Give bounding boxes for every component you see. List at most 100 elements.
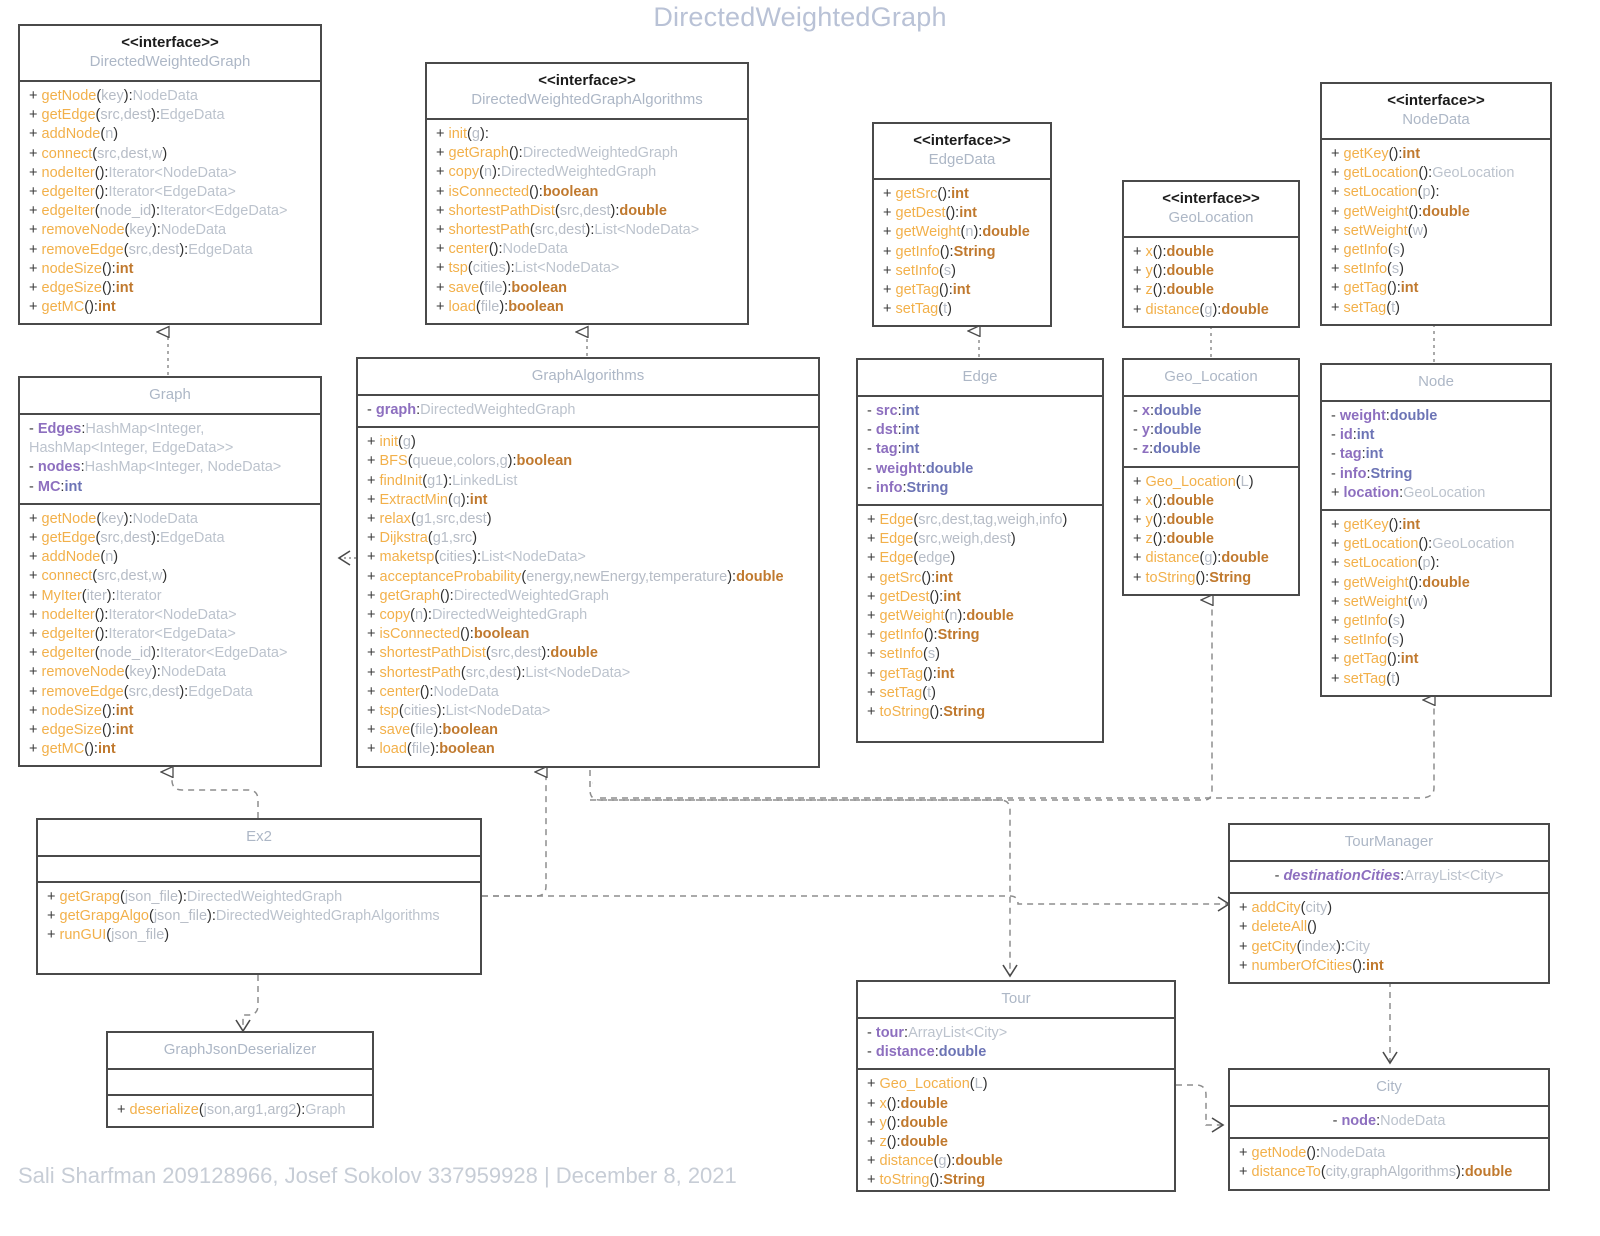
field-row: - dst:int bbox=[867, 422, 920, 439]
method-row: + getKey():int bbox=[1331, 146, 1421, 162]
method-row: + setInfo(s) bbox=[867, 646, 940, 663]
method-row: + y():double bbox=[1133, 512, 1214, 529]
method-row: + setLocation(p): bbox=[1331, 555, 1440, 572]
method-row: + setLocation(p): bbox=[1331, 184, 1440, 201]
class-box-directedweightedgraphalgorithms-interface[interactable]: <<interface>> DirectedWeightedGraphAlgor… bbox=[425, 62, 749, 326]
class-header: Node bbox=[1322, 365, 1550, 402]
class-header: Edge bbox=[858, 360, 1102, 397]
method-row: + nodeIter():Iterator<NodeData> bbox=[29, 164, 237, 181]
method-row: + setInfo(s) bbox=[1331, 632, 1404, 649]
class-box-ex2[interactable]: Ex2 + getGrapg(json_file):DirectedWeight… bbox=[36, 818, 482, 975]
method-row: + getTag():int bbox=[867, 665, 955, 682]
class-name-label: DirectedWeightedGraphAlgorithms bbox=[471, 91, 703, 108]
method-row: + connect(src,dest,w) bbox=[29, 145, 168, 162]
field-row: - tag:int bbox=[1331, 446, 1384, 463]
methods-compartment: + Geo_Location(L)+ x():double+ y():doubl… bbox=[858, 1070, 1174, 1196]
method-row: + getCity(index):City bbox=[1239, 938, 1371, 955]
method-row: + getSrc():int bbox=[883, 186, 969, 202]
method-row: + center():NodeData bbox=[367, 683, 499, 700]
field-row: - node:NodeData bbox=[1332, 1113, 1446, 1129]
field-row: - nodes:HashMap<Integer, NodeData> bbox=[29, 459, 282, 476]
method-row: + getInfo():String bbox=[867, 627, 980, 644]
fields-compartment bbox=[108, 1070, 372, 1096]
method-row: + toString():String bbox=[867, 704, 986, 721]
footer-credit: Sali Sharfman 209128966, Josef Sokolov 3… bbox=[18, 1163, 737, 1188]
method-row: + save(file):boolean bbox=[436, 279, 567, 296]
stereotype-label: <<interface>> bbox=[538, 72, 636, 89]
class-header: Graph bbox=[20, 378, 320, 415]
method-row: + Geo_Location(L) bbox=[867, 1076, 988, 1093]
class-box-nodedata-interface[interactable]: <<interface>> NodeData + getKey():int + g… bbox=[1320, 82, 1552, 326]
method-row: + addNode(n) bbox=[29, 126, 119, 143]
method-row: + getDest():int bbox=[883, 205, 977, 222]
class-header: <<interface>> NodeData bbox=[1322, 84, 1550, 140]
method-row: + y():double bbox=[1133, 263, 1214, 280]
class-box-edge[interactable]: Edge - src:int - dst:int - tag:int - weight… bbox=[856, 358, 1104, 743]
methods-compartment: + getNode(key):NodeData+ getEdge(src,des… bbox=[20, 82, 320, 323]
class-box-geo-location[interactable]: Geo_Location - x:double- y:double- z:dou… bbox=[1122, 358, 1300, 596]
class-box-graph[interactable]: Graph - Edges:HashMap<Integer, HashMap<I… bbox=[18, 376, 322, 768]
field-row: - weight:double bbox=[867, 460, 974, 477]
field-row: - x:double bbox=[1133, 403, 1202, 419]
methods-compartment: + getKey():int+ getLocation():GeoLocatio… bbox=[1322, 511, 1550, 695]
method-row: + getNode(key):NodeData bbox=[29, 510, 198, 527]
method-row: + distance(g):double bbox=[867, 1153, 1003, 1170]
class-header: TourManager bbox=[1230, 825, 1548, 862]
method-row: + getSrc():int bbox=[867, 569, 953, 586]
field-row: - tour:ArrayList<City> bbox=[867, 1025, 1008, 1041]
method-row: + center():NodeData bbox=[436, 241, 568, 258]
field-row: - src:int bbox=[867, 403, 920, 419]
method-row: + Geo_Location(L) bbox=[1133, 473, 1254, 490]
method-row: + getTag():int bbox=[1331, 280, 1419, 297]
method-row: + shortestPath(src,dest):List<NodeData> bbox=[436, 222, 700, 239]
fields-compartment: - x:double- y:double- z:double bbox=[1124, 397, 1298, 468]
method-row: + acceptanceProbability(energy,newEnergy… bbox=[367, 568, 784, 585]
class-box-tourmanager[interactable]: TourManager - destinationCities:ArrayLis… bbox=[1228, 823, 1550, 985]
method-row: + setInfo(s) bbox=[883, 262, 956, 279]
field-row: - tag:int bbox=[867, 441, 920, 458]
fields-compartment bbox=[38, 857, 480, 883]
method-row: + edgeIter(node_id):Iterator<EdgeData> bbox=[29, 645, 288, 662]
page-title: DirectedWeightedGraph bbox=[653, 2, 947, 32]
class-box-tour[interactable]: Tour - tour:ArrayList<City>- distance:do… bbox=[856, 980, 1176, 1192]
method-row: + getMC():int bbox=[29, 741, 116, 758]
method-row: + edgeSize():int bbox=[29, 722, 134, 739]
class-box-city[interactable]: City - node:NodeData + getNode():NodeDat… bbox=[1228, 1068, 1550, 1191]
method-row: + edgeIter(node_id):Iterator<EdgeData> bbox=[29, 203, 288, 220]
method-row: + copy(n):DirectedWeightedGraph bbox=[367, 607, 588, 624]
method-row: + getWeight():double bbox=[1331, 203, 1470, 220]
class-header: Tour bbox=[858, 982, 1174, 1019]
method-row: + getKey():int bbox=[1331, 517, 1421, 534]
method-row: + save(file):boolean bbox=[367, 722, 498, 739]
methods-compartment: + x():double+ y():double+ z():double+ di… bbox=[1124, 238, 1298, 326]
class-box-graphjsondeserializer[interactable]: GraphJsonDeserializer + deserialize(json… bbox=[106, 1031, 374, 1129]
class-box-directedweightedgraph-interface[interactable]: <<interface>> DirectedWeightedGraph + ge… bbox=[18, 24, 322, 326]
fields-compartment: - tour:ArrayList<City>- distance:double bbox=[858, 1019, 1174, 1071]
method-row: + setInfo(s) bbox=[1331, 261, 1404, 278]
method-row: + distanceTo(city,graphAlgorithms):doubl… bbox=[1239, 1164, 1513, 1181]
class-header: Geo_Location bbox=[1124, 360, 1298, 397]
fields-compartment: - Edges:HashMap<Integer, HashMap<Integer… bbox=[20, 415, 320, 505]
class-box-geolocation-interface[interactable]: <<interface>> GeoLocation + x():double + … bbox=[1122, 180, 1300, 328]
methods-compartment: + getNode(key):NodeData+ getEdge(src,des… bbox=[20, 505, 320, 766]
method-row: + ExtractMin(q):int bbox=[367, 491, 488, 508]
class-name-label: Ex2 bbox=[246, 828, 272, 845]
method-row: + load(file):boolean bbox=[436, 298, 564, 315]
field-row: - z:double bbox=[1133, 441, 1201, 458]
class-header: <<interface>> GeoLocation bbox=[1124, 182, 1298, 238]
method-row: + x():double bbox=[1133, 244, 1214, 260]
method-row: + BFS(queue,colors,g):boolean bbox=[367, 453, 573, 470]
class-name-label: TourManager bbox=[1344, 833, 1434, 850]
class-box-graphalgorithms[interactable]: GraphAlgorithms - graph:DirectedWeighted… bbox=[356, 357, 820, 768]
stereotype-label: <<interface>> bbox=[121, 34, 219, 51]
method-row: + tsp(cities):List<NodeData> bbox=[367, 703, 551, 720]
class-box-node[interactable]: Node - weight:double- id:int- tag:int- i… bbox=[1320, 363, 1552, 697]
class-box-edgedata-interface[interactable]: <<interface>> EdgeData + getSrc():int+ g… bbox=[872, 122, 1052, 328]
class-name-label: Tour bbox=[1001, 990, 1031, 1007]
method-row: + relax(g1,src,dest) bbox=[367, 511, 492, 528]
class-header: GraphJsonDeserializer bbox=[108, 1033, 372, 1070]
fields-compartment: - destinationCities:ArrayList<City> bbox=[1230, 862, 1548, 895]
method-row: + getGraph():DirectedWeightedGraph bbox=[367, 587, 609, 604]
stereotype-label: <<interface>> bbox=[1387, 92, 1485, 109]
